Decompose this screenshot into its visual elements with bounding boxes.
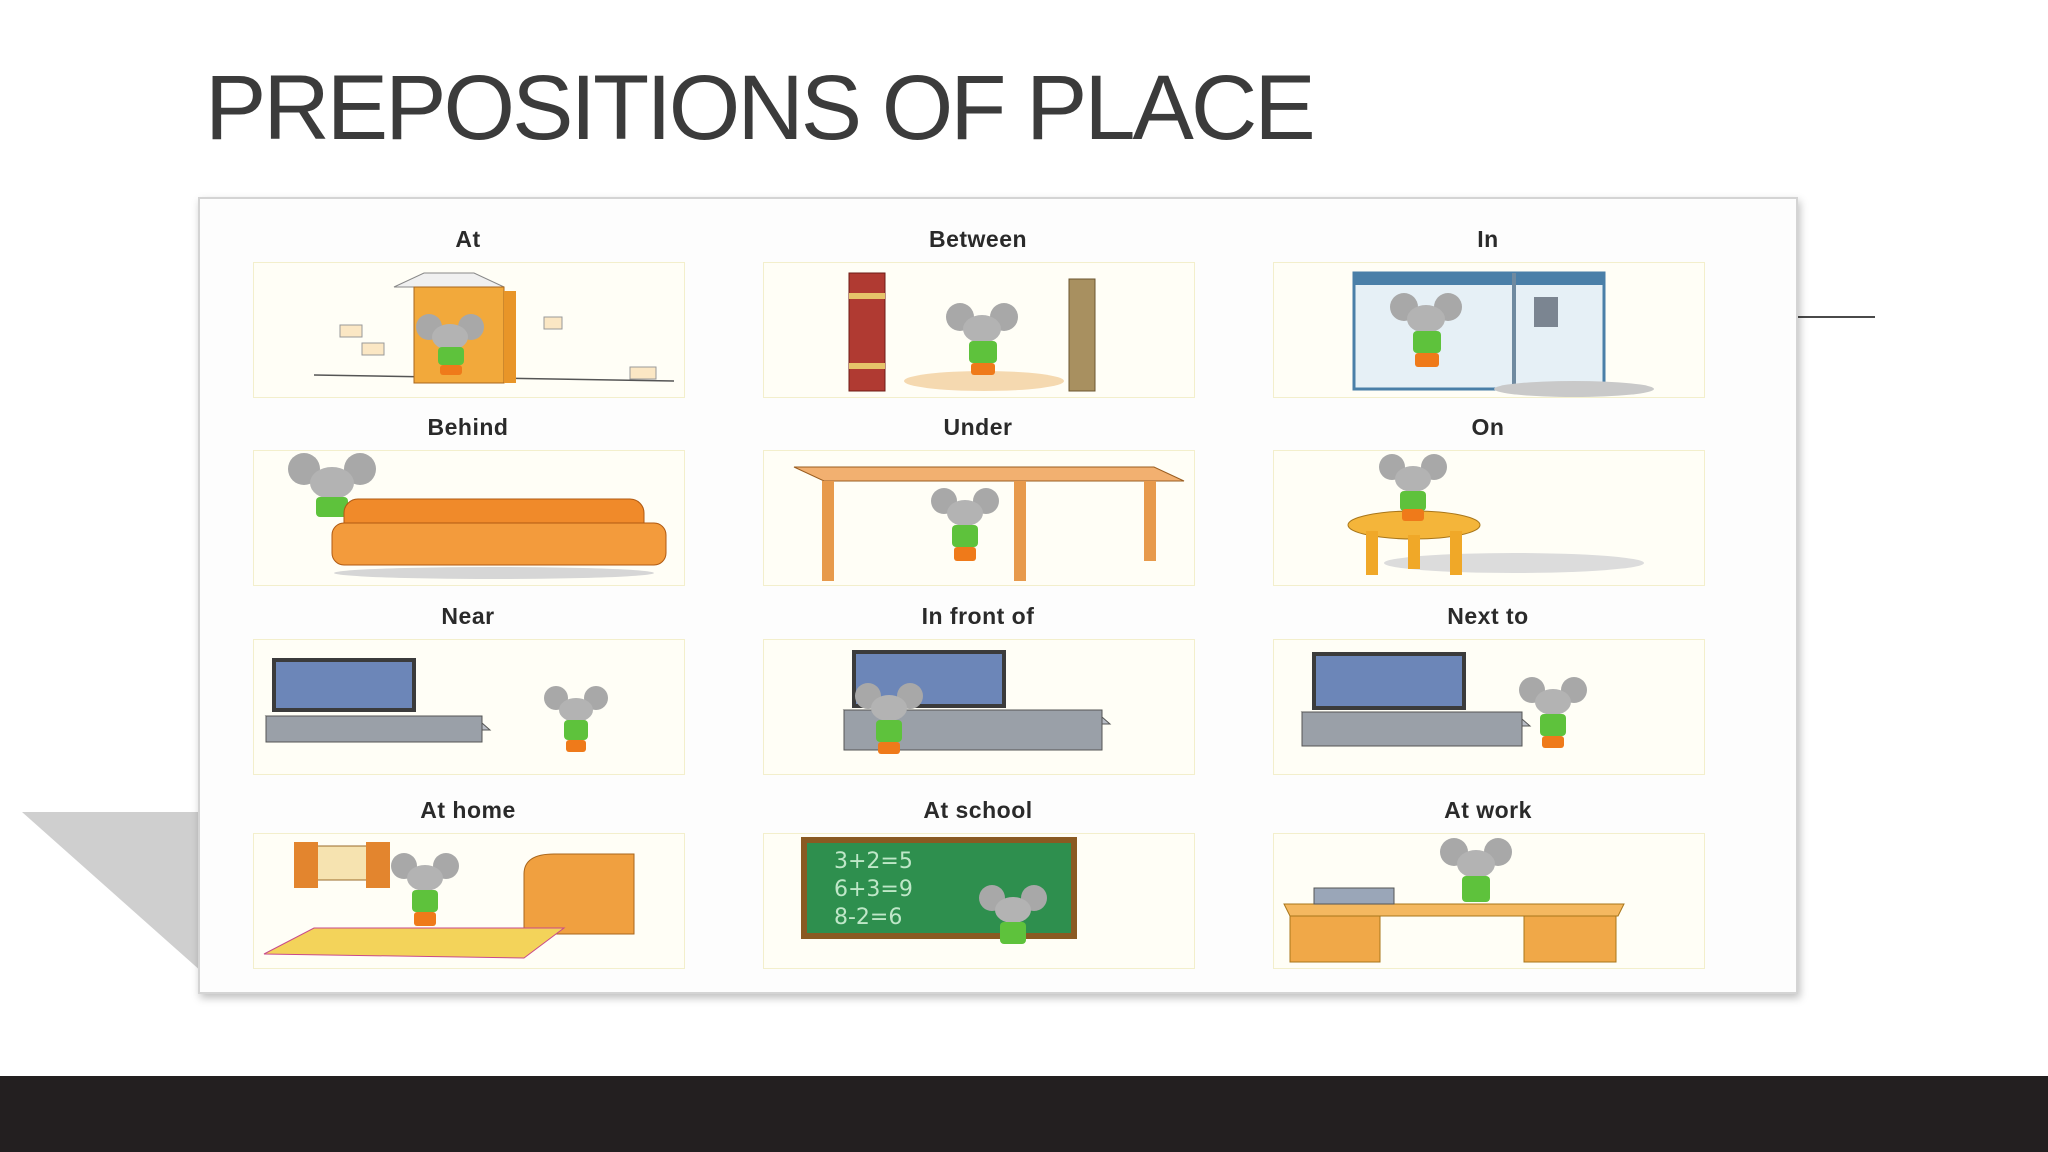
cell-label: Between — [928, 226, 1028, 252]
decorative-accent-line — [1795, 316, 1875, 318]
slide-title: PREPOSITIONS OF PLACE — [205, 57, 1316, 159]
mouse-icon — [391, 853, 459, 926]
mouse-icon — [416, 314, 484, 375]
cell-at-work: At work — [1268, 797, 1708, 977]
cell-label: At school — [923, 797, 1033, 823]
cell-on: On — [1268, 414, 1708, 594]
door-scene-image — [253, 262, 685, 398]
mouse-icon — [544, 686, 608, 752]
mouse-icon — [979, 885, 1047, 944]
cell-label: In front of — [921, 603, 1035, 629]
cell-label: On — [1471, 414, 1505, 440]
cell-at: At — [248, 226, 688, 406]
mouse-icon — [1440, 838, 1512, 902]
cell-label: Behind — [427, 414, 509, 440]
cell-label: At home — [420, 797, 516, 823]
cell-behind: Behind — [248, 414, 688, 594]
phone-booth-scene-image — [1273, 262, 1705, 398]
work-scene-image — [1273, 833, 1705, 969]
cell-label: At — [455, 226, 481, 252]
chalkboard-line-3: 8-2=6 — [834, 905, 902, 930]
cell-at-home: At home — [248, 797, 688, 977]
mouse-icon — [1379, 454, 1447, 521]
tv-next-to-scene-image — [1273, 639, 1705, 775]
mouse-icon — [931, 488, 999, 561]
cell-under: Under — [758, 414, 1198, 594]
mouse-icon — [1390, 293, 1462, 367]
cell-between: Between — [758, 226, 1198, 406]
home-scene-image — [253, 833, 685, 969]
mouse-icon — [946, 303, 1018, 375]
cell-label: Under — [943, 414, 1013, 440]
books-scene-image — [763, 262, 1195, 398]
tv-front-scene-image — [763, 639, 1195, 775]
school-scene-image: 3+2=5 6+3=9 8-2=6 — [763, 833, 1195, 969]
chalkboard-line-2: 6+3=9 — [834, 877, 913, 902]
mouse-icon — [855, 683, 923, 754]
prepositions-illustration: At — [198, 197, 1798, 994]
decorative-shadow-shape — [22, 812, 202, 972]
chalkboard-line-1: 3+2=5 — [834, 849, 913, 874]
mouse-icon — [288, 453, 376, 517]
sofa-scene-image — [253, 450, 685, 586]
footer-band — [0, 1076, 2048, 1152]
cell-label: In — [1477, 226, 1499, 252]
cell-near: Near — [248, 603, 688, 783]
cell-at-school: At school 3+2=5 6+3=9 8-2=6 — [758, 797, 1198, 977]
mouse-icon — [1519, 677, 1587, 748]
cell-in-front-of: In front of — [758, 603, 1198, 783]
cell-next-to: Next to — [1268, 603, 1708, 783]
cell-label: At work — [1444, 797, 1532, 823]
cell-in: In — [1268, 226, 1708, 406]
table-scene-image — [763, 450, 1195, 586]
cell-label: Next to — [1447, 603, 1529, 629]
stool-scene-image — [1273, 450, 1705, 586]
tv-near-scene-image — [253, 639, 685, 775]
cell-label: Near — [441, 603, 495, 629]
